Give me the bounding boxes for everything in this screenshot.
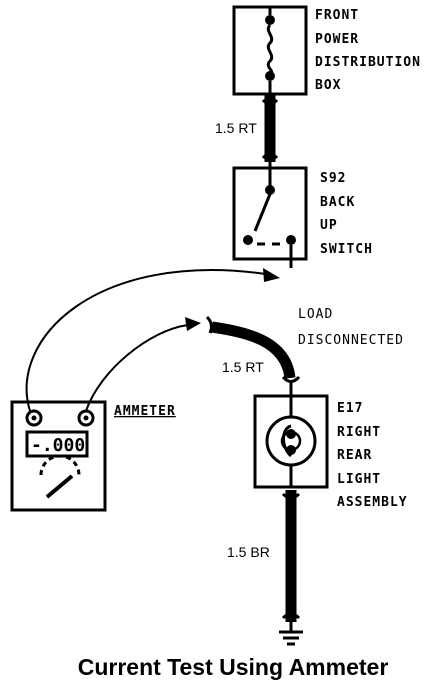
load-note-line-1: LOAD [298, 307, 333, 322]
backup-switch [232, 162, 308, 268]
light-label-line-3: REAR [337, 448, 372, 463]
ammeter-label: AMMETER [114, 404, 176, 419]
ground-symbol [279, 622, 303, 646]
ammeter-reading: -.000 [31, 435, 85, 456]
power-distribution-box-label: FRONT POWER DISTRIBUTION BOX [315, 8, 421, 93]
wire-mid-label: 1.5 RT [222, 359, 264, 375]
switch-label-line-3: UP [320, 218, 338, 233]
wire-top-label: 1.5 RT [215, 120, 257, 136]
ammeter: -.000 [10, 400, 107, 512]
switch-label-line-4: SWITCH [320, 242, 373, 257]
wire-mid: 1.5 RT [205, 315, 301, 396]
switch-label-line-1: S92 [320, 171, 346, 186]
ammeter-lead-to-load [85, 317, 201, 412]
wire-bottom: 1.5 BR [227, 490, 301, 622]
ammeter-lead-to-switch [25, 268, 280, 412]
light-label-line-4: LIGHT [337, 472, 381, 487]
fuse-box-label-line-2: POWER [315, 32, 359, 47]
light-label-line-2: RIGHT [337, 425, 381, 440]
rear-light-assembly-label: E17 RIGHT REAR LIGHT ASSEMBLY [337, 401, 408, 510]
wire-top: 1.5 RT [215, 94, 279, 162]
fuse-box-label-line-4: BOX [315, 78, 341, 93]
diagram-caption: Current Test Using Ammeter [77, 654, 389, 680]
switch-label-line-2: BACK [320, 195, 355, 210]
wire-bottom-label: 1.5 BR [227, 544, 270, 560]
load-disconnected-note: LOAD DISCONNECTED [298, 307, 404, 348]
fuse-box-label-line-1: FRONT [315, 8, 359, 23]
load-note-line-2: DISCONNECTED [298, 333, 404, 348]
fuse-box-label-line-3: DISTRIBUTION [315, 55, 421, 70]
rear-light-assembly [253, 394, 329, 489]
power-distribution-box [232, 5, 308, 96]
backup-switch-label: S92 BACK UP SWITCH [320, 171, 373, 257]
light-label-line-5: ASSEMBLY [337, 495, 408, 510]
light-label-line-1: E17 [337, 401, 363, 416]
